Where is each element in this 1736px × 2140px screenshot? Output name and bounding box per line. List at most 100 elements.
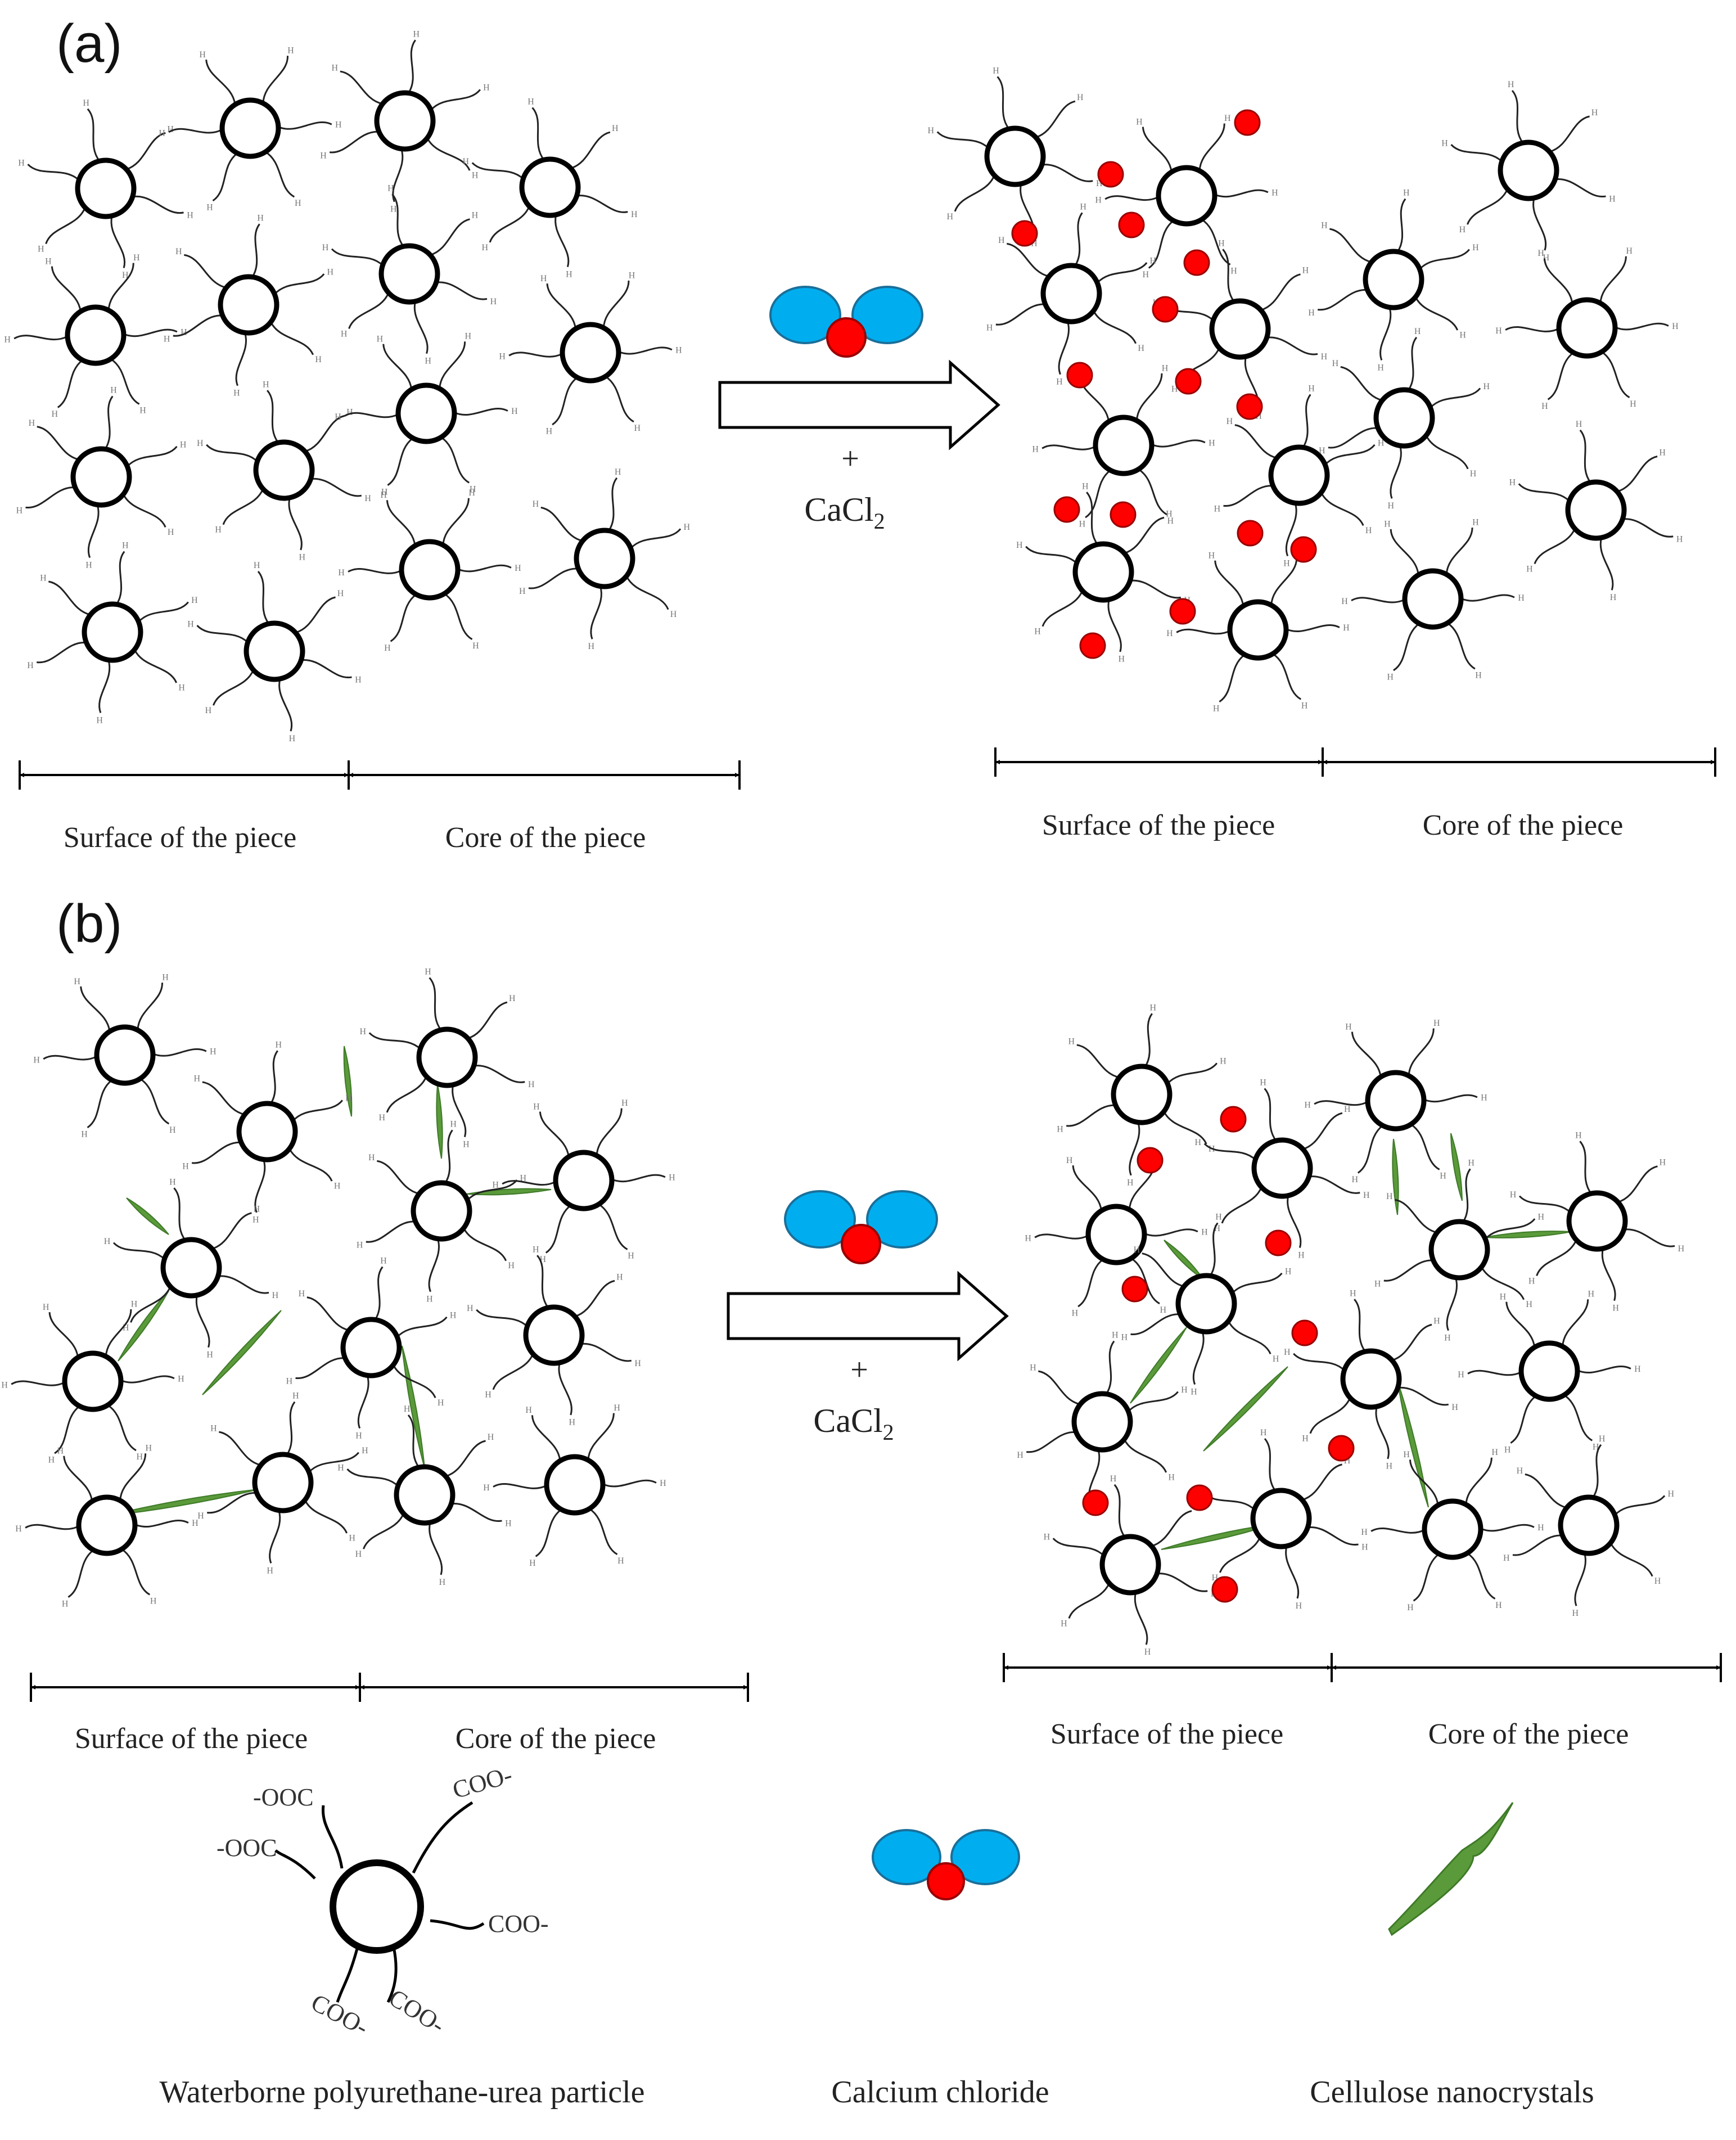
chain-end-mark: H bbox=[1220, 1057, 1227, 1066]
chain-end-mark: H bbox=[1271, 188, 1278, 197]
polymer-chain bbox=[1123, 1439, 1167, 1473]
chain-end-mark: H bbox=[527, 97, 534, 107]
polymer-chain bbox=[87, 108, 101, 162]
chain-end-mark: H bbox=[612, 124, 619, 133]
chain-end-mark: H bbox=[986, 323, 993, 333]
chain-end-mark: H bbox=[210, 1424, 217, 1434]
polymer-chain bbox=[442, 498, 470, 546]
chain-end-mark: H bbox=[355, 675, 362, 685]
polymer-chain bbox=[1328, 427, 1378, 449]
polymer-chain bbox=[27, 164, 80, 181]
plus-sign: + bbox=[850, 1353, 868, 1387]
chain-end-mark: H bbox=[380, 490, 387, 500]
polymer-chain bbox=[1214, 189, 1269, 198]
chain-end-mark: H bbox=[337, 1463, 344, 1472]
polymer-chain bbox=[408, 39, 416, 94]
chain-end-mark: H bbox=[1066, 1156, 1073, 1165]
chain-end-mark: H bbox=[508, 1261, 515, 1271]
particle-core bbox=[244, 620, 305, 682]
polymer-chain bbox=[554, 214, 570, 268]
chain-end-mark: H bbox=[83, 98, 89, 108]
polymer-chain bbox=[1293, 1353, 1345, 1371]
chain-end-mark: H bbox=[1149, 1003, 1156, 1012]
polymer-chain bbox=[608, 477, 618, 531]
chain-end-mark: H bbox=[993, 66, 999, 76]
chain-end-mark: H bbox=[1304, 1101, 1311, 1110]
chain-end-mark: H bbox=[1214, 504, 1221, 514]
chain-end-mark: H bbox=[1321, 221, 1328, 231]
chain-end-mark: H bbox=[1451, 1403, 1458, 1412]
chain-end-mark: H bbox=[1344, 1105, 1351, 1114]
polymer-chain bbox=[436, 281, 488, 300]
nanocrystal-legend-icon bbox=[1388, 1802, 1514, 1936]
chain-end-mark: H bbox=[104, 1237, 111, 1246]
chain-end-mark: H bbox=[490, 297, 497, 307]
polymer-chain bbox=[1390, 529, 1419, 575]
polymer-chain bbox=[1104, 195, 1159, 201]
particle-core bbox=[1072, 541, 1134, 603]
calcium-chloride-legend-icon bbox=[872, 1829, 1020, 1900]
particle-core bbox=[253, 439, 315, 501]
chain-end-mark: H bbox=[1541, 402, 1548, 411]
polymer-chain bbox=[392, 148, 404, 202]
particle-core bbox=[1099, 1534, 1161, 1596]
polymer-chain bbox=[1232, 1272, 1283, 1294]
chain-end-mark: H bbox=[1166, 629, 1173, 638]
polymer-chain bbox=[1151, 439, 1206, 448]
polymer-chain bbox=[310, 477, 362, 497]
chain-end-mark: H bbox=[338, 568, 345, 578]
chain-end-mark: H bbox=[1386, 1462, 1392, 1471]
chain-end-mark: H bbox=[1057, 1124, 1063, 1134]
chain-end-mark: H bbox=[178, 1374, 184, 1384]
chain-end-mark: H bbox=[615, 467, 621, 477]
polymer-chain bbox=[1547, 352, 1574, 400]
polymer-chain bbox=[1135, 373, 1163, 421]
polymer-chain bbox=[1307, 1526, 1359, 1546]
chain-end-mark: H bbox=[1283, 558, 1290, 568]
chain-end-mark: H bbox=[215, 525, 222, 535]
chain-end-mark: H bbox=[1285, 1267, 1292, 1276]
calcium-ion bbox=[1169, 598, 1196, 625]
polymer-chain bbox=[274, 273, 325, 295]
polymer-chain bbox=[344, 412, 399, 418]
polymer-chain bbox=[126, 132, 166, 170]
polymer-chain bbox=[1085, 469, 1111, 519]
polymer-chain bbox=[212, 152, 238, 202]
chain-end-mark: H bbox=[1, 1381, 8, 1390]
chain-end-mark: H bbox=[378, 1113, 385, 1123]
chain-end-mark: H bbox=[1350, 1288, 1356, 1298]
chain-end-mark: H bbox=[519, 587, 526, 596]
particle-core bbox=[1518, 1340, 1580, 1402]
chain-end-mark: H bbox=[197, 439, 204, 448]
chain-end-mark: H bbox=[1630, 399, 1636, 409]
chain-end-mark: H bbox=[1034, 627, 1041, 637]
polymer-chain bbox=[63, 1456, 93, 1502]
chain-end-mark: H bbox=[335, 120, 342, 130]
chain-end-mark: H bbox=[1634, 1364, 1641, 1374]
chain-end-mark: H bbox=[1321, 352, 1328, 362]
polymer-chain bbox=[357, 1375, 369, 1429]
polymer-chain bbox=[340, 70, 383, 105]
polymer-chain bbox=[1505, 1301, 1536, 1348]
polymer-chain bbox=[1066, 1104, 1116, 1127]
polymer-chain bbox=[1532, 197, 1547, 251]
polymer-chain bbox=[580, 1342, 632, 1362]
calcium-ion bbox=[1236, 393, 1263, 420]
polymer-chain bbox=[1450, 143, 1503, 163]
chain-end-mark: H bbox=[1678, 1244, 1685, 1254]
polymer-chain bbox=[1534, 528, 1576, 565]
particle-legend-icon: -OOC -OOC COO- COO- COO- COO- bbox=[217, 1761, 549, 2041]
chain-end-mark: H bbox=[62, 1599, 69, 1609]
polymer-chain bbox=[1391, 1323, 1432, 1362]
polymer-chain bbox=[390, 593, 417, 642]
polymer-chain bbox=[116, 551, 125, 605]
